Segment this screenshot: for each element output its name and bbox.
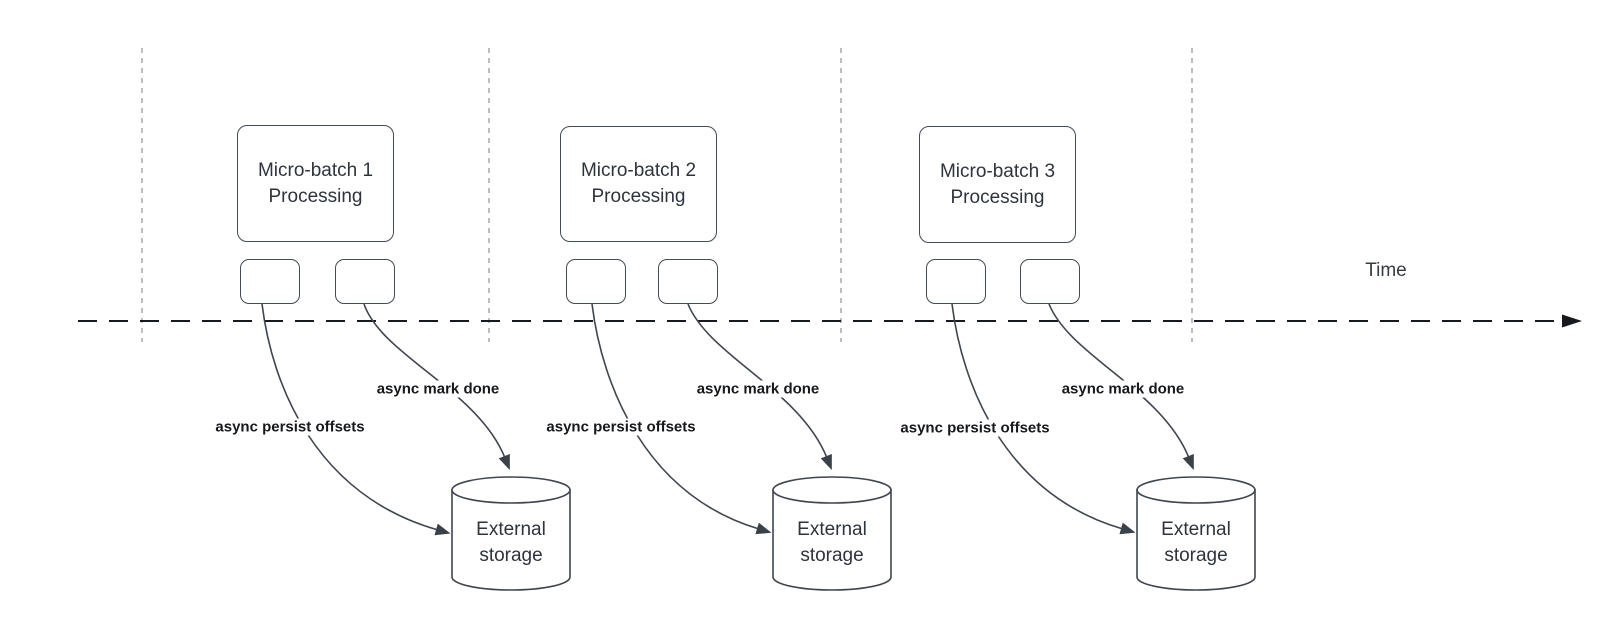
offset-task-box-1b xyxy=(335,259,395,304)
persist-offsets-label-2: async persist offsets xyxy=(543,418,699,436)
mark-done-label-2: async mark done xyxy=(693,380,823,398)
mark-done-arrow-1 xyxy=(363,303,510,471)
mark-done-arrow-3 xyxy=(1048,303,1194,471)
micro-batch-3-title: Micro-batch 3 xyxy=(939,160,1056,182)
offset-task-box-2a xyxy=(566,259,626,304)
storage-cylinder-3 xyxy=(1136,476,1256,591)
external-storage-label-3: External storage xyxy=(1161,519,1231,566)
micro-batch-1-box: Micro-batch 1 Processing xyxy=(237,125,394,242)
storage-cylinder-1 xyxy=(451,476,571,591)
external-storage-label-2: External storage xyxy=(797,519,867,566)
persist-offsets-arrow-1 xyxy=(261,303,451,536)
mark-done-label-1: async mark done xyxy=(373,380,503,398)
micro-batch-3-box: Micro-batch 3 Processing xyxy=(919,126,1076,243)
time-axis-label: Time xyxy=(1363,260,1409,282)
micro-batch-1-subtitle: Processing xyxy=(268,185,363,207)
offset-task-box-2b xyxy=(658,259,718,304)
storage-cylinder-2 xyxy=(772,476,892,591)
micro-batch-3-subtitle: Processing xyxy=(950,186,1045,208)
persist-offsets-arrow-2 xyxy=(591,303,772,535)
time-axis-arrowhead-icon xyxy=(1562,314,1582,328)
offset-task-box-3b xyxy=(1020,259,1080,304)
mark-done-label-3: async mark done xyxy=(1058,380,1188,398)
micro-batch-1-title: Micro-batch 1 xyxy=(257,159,374,181)
offset-task-box-1a xyxy=(240,259,300,304)
mark-done-arrow-2 xyxy=(687,303,832,471)
persist-offsets-label-3: async persist offsets xyxy=(897,419,1053,437)
persist-offsets-arrow-3 xyxy=(951,303,1136,535)
micro-batch-2-subtitle: Processing xyxy=(591,186,686,207)
offset-task-box-3a xyxy=(926,259,986,304)
micro-batch-2-title: Micro-batch 2 xyxy=(580,160,697,181)
persist-offsets-label-1: async persist offsets xyxy=(212,418,368,436)
external-storage-label-1: External storage xyxy=(476,519,546,566)
micro-batch-2-box: Micro-batch 2 Processing xyxy=(560,126,717,242)
